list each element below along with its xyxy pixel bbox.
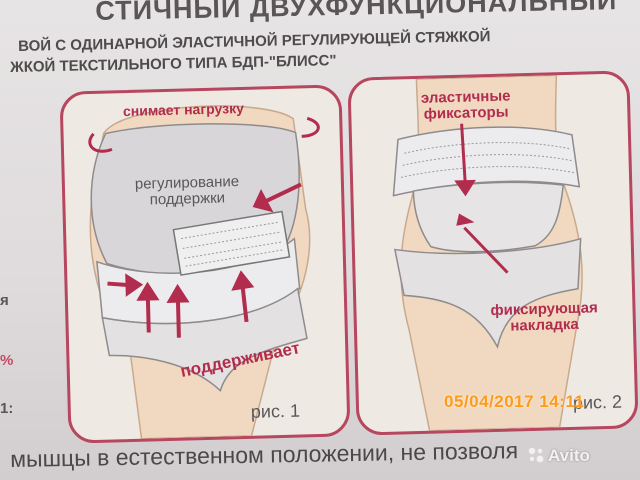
figure-1-panel: снимает нагрузку регулирование поддержки… (59, 84, 351, 444)
figure-2-label-top: эластичные фиксаторы (420, 87, 511, 123)
figure-1-label-top: снимает нагрузку (122, 99, 245, 120)
edge-text-3: 1: (0, 400, 14, 417)
figure-2-label-bottom: фиксирующая накладка (490, 299, 598, 335)
timestamp: 05/04/2017 14:11 (444, 392, 585, 411)
edge-text-1: я (0, 292, 9, 309)
avito-logo-icon (528, 447, 544, 463)
figure-1-illustration (88, 105, 320, 440)
figure-1-caption: рис. 1 (250, 400, 301, 422)
figure-2-panel: эластичные фиксаторы фиксирующая накладк… (347, 70, 639, 436)
avito-watermark: Avito (548, 446, 590, 465)
edge-text-2: % (0, 352, 14, 369)
figure-2-illustration (392, 74, 583, 432)
figure-1-label-middle: регулирование поддержки (134, 173, 240, 209)
